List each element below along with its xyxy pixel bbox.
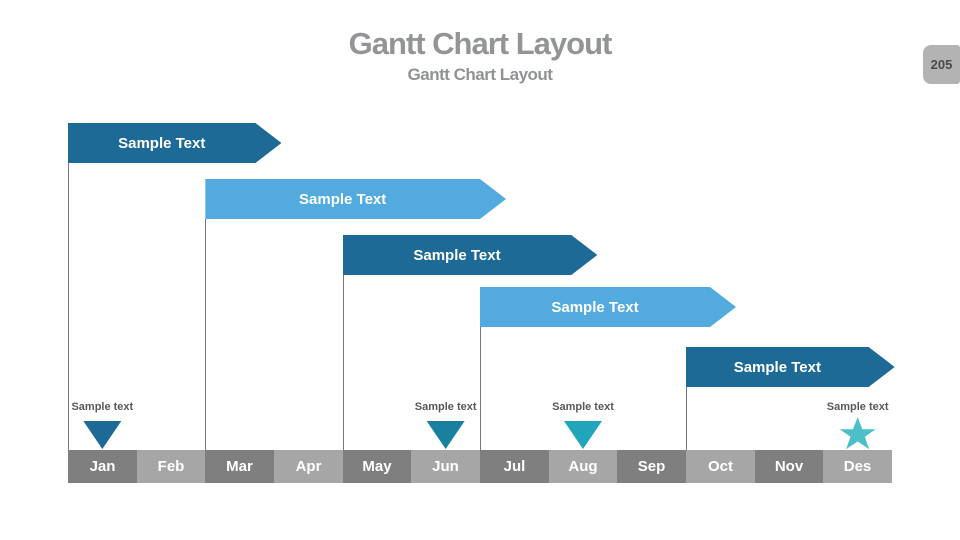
slide-title: Gantt Chart Layout (348, 26, 613, 61)
month-axis-cell: Des (823, 450, 892, 483)
month-axis-cell: Aug (549, 450, 617, 483)
month-axis-cell: Jul (480, 450, 549, 483)
month-axis-cell: May (343, 450, 411, 483)
gantt-connector-line (68, 163, 69, 450)
gantt-task-bar: Sample Text (480, 287, 736, 327)
triangle-down-icon (564, 421, 602, 449)
month-axis-cell: Feb (137, 450, 205, 483)
month-axis-cell: Mar (205, 450, 274, 483)
star-icon (839, 417, 876, 450)
gantt-task-bar: Sample Text (343, 235, 598, 275)
gantt-connector-line (205, 219, 207, 450)
month-axis-cell: Sep (617, 450, 686, 483)
gantt-connector-line (686, 387, 687, 450)
milestone-label: Sample text (71, 401, 134, 413)
month-axis-cell: Oct (686, 450, 755, 483)
month-axis-cell: Jun (411, 450, 480, 483)
gantt-task-bar: Sample Text (68, 123, 281, 163)
month-axis-cell: Apr (274, 450, 343, 483)
gantt-task-bar: Sample Text (686, 347, 895, 387)
milestone-label: Sample text (552, 401, 614, 413)
month-axis-cell: Nov (755, 450, 823, 483)
gantt-task-bar: Sample Text (205, 179, 506, 219)
page-number-badge: 205 (923, 45, 960, 84)
month-axis-cell: Jan (68, 450, 137, 483)
slide-subtitle: Gantt Chart Layout (407, 65, 553, 84)
gantt-connector-line (342, 275, 344, 450)
milestone-label: Sample text (826, 401, 889, 413)
milestone-label: Sample text (414, 401, 477, 413)
triangle-down-icon (83, 421, 122, 449)
gantt-connector-line (480, 327, 481, 450)
triangle-down-icon (426, 421, 465, 449)
